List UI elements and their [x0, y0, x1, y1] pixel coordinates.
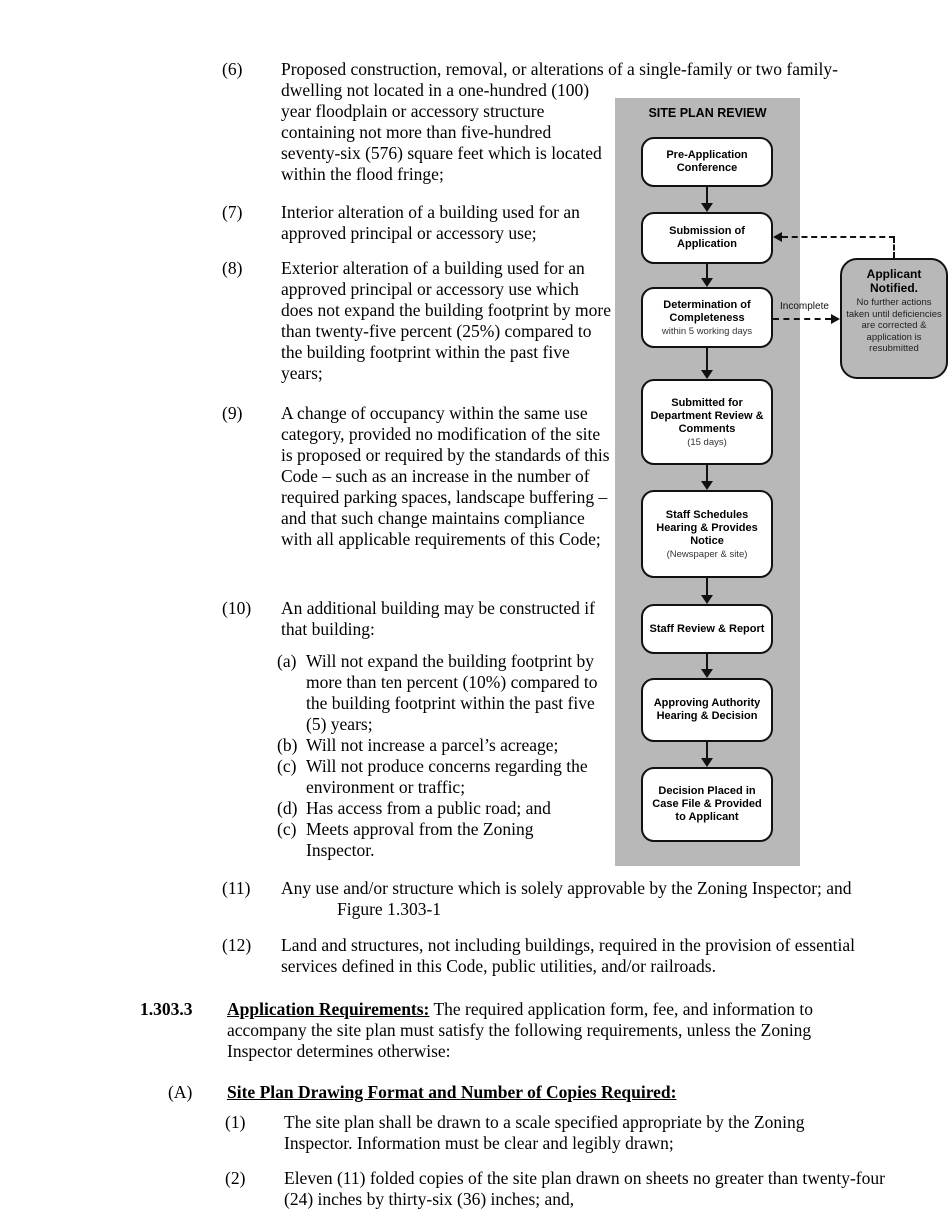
section-number: 1.303.3 [140, 999, 193, 1019]
flow-arrow-head-icon [701, 758, 713, 767]
item-10c-text: Will not produce concerns regarding the … [306, 756, 588, 797]
flow-step-label: Staff Review & Report [649, 622, 765, 635]
item-9-text: A change of occupancy within the same us… [281, 403, 610, 549]
flow-arrow-line [706, 187, 708, 204]
item-11-number: (11) [222, 878, 251, 898]
applicant-notified-box: Applicant Notified. No further actions t… [840, 258, 948, 379]
resubmit-arrow-head-icon [773, 231, 782, 242]
applicant-notified-title: Applicant Notified. [866, 267, 922, 295]
flow-step-note: (Newspaper & site) [666, 548, 748, 560]
item-10-number: (10) [222, 598, 252, 618]
flow-arrow-head-icon [701, 278, 713, 287]
flow-step-department-review: Submitted for Department Review & Commen… [641, 379, 773, 465]
item-12-text: Land and structures, not including build… [281, 935, 855, 976]
section-paragraph: Application Requirements: The required a… [227, 999, 879, 1062]
item-8-number: (8) [222, 258, 243, 278]
flow-step-label: Submitted for Department Review & Commen… [650, 396, 764, 435]
flow-step-label: Determination of Completeness [663, 298, 751, 324]
item-a1-number: (1) [225, 1112, 246, 1132]
section-heading: Application Requirements: [227, 999, 430, 1019]
item-10c2-text: Meets approval from the Zoning Inspector… [306, 819, 534, 860]
item-10c-number: (c) [277, 756, 297, 776]
item-10b-number: (b) [277, 735, 298, 755]
item-11-text: Any use and/or structure which is solely… [281, 878, 852, 898]
flow-arrow-line [706, 264, 708, 278]
flow-step-label: Decision Placed in Case File & Provided … [652, 785, 762, 823]
item-a2-text: Eleven (11) folded copies of the site pl… [284, 1168, 885, 1209]
flow-arrow-line [706, 578, 708, 595]
flow-step-label: Staff Schedules Hearing & Provides Notic… [656, 508, 758, 547]
section-body: The required application form, fee, and … [227, 999, 813, 1061]
item-6-text: dwelling not located in a one-hundred (1… [281, 80, 602, 184]
flow-arrow-line [706, 465, 708, 481]
flow-arrow-line [706, 348, 708, 370]
resubmit-dashed-line-vertical [893, 237, 895, 258]
item-8-text: Exterior alteration of a building used f… [281, 258, 612, 383]
flow-arrow-head-icon [701, 481, 713, 490]
item-10c2-number: (c) [277, 819, 297, 839]
flow-step-approving-authority: Approving Authority Hearing & Decision [641, 678, 773, 742]
flow-arrow-head-icon [701, 669, 713, 678]
subsection-a-number: (A) [168, 1082, 193, 1102]
flow-step-submission-of-application: Submission of Application [641, 212, 773, 264]
flow-step-note: within 5 working days [661, 325, 753, 337]
flow-arrow-head-icon [701, 203, 713, 212]
item-10b-text: Will not increase a parcel’s acreage; [306, 735, 559, 755]
flow-step-label: Submission of Application [669, 225, 745, 250]
subsection-a-heading: Site Plan Drawing Format and Number of C… [227, 1082, 677, 1102]
flow-arrow-line [706, 654, 708, 669]
flow-step-note: (15 days) [687, 436, 727, 448]
incomplete-dashed-line [773, 318, 831, 320]
flow-arrow-head-icon [701, 595, 713, 604]
flow-step-staff-review-report: Staff Review & Report [641, 604, 773, 654]
item-9-number: (9) [222, 403, 243, 423]
flow-arrow-head-icon [701, 370, 713, 379]
figure-caption: Figure 1.303-1 [337, 899, 442, 919]
item-7-number: (7) [222, 202, 243, 222]
flow-step-determination-of-completeness: Determination of Completeness within 5 w… [641, 287, 773, 348]
item-a1-text: The site plan shall be drawn to a scale … [284, 1112, 805, 1153]
item-12-number: (12) [222, 935, 252, 955]
incomplete-arrow-head-icon [831, 313, 840, 324]
flow-step-label: Approving Authority Hearing & Decision [653, 697, 761, 722]
item-10-text: An additional building may be constructe… [281, 598, 595, 639]
flowchart-title: SITE PLAN REVIEW [648, 106, 767, 120]
item-10a-text: Will not expand the building footprint b… [306, 651, 598, 734]
resubmit-dashed-line [782, 236, 895, 238]
item-6-number: (6) [222, 59, 243, 79]
site-plan-review-flowchart: SITE PLAN REVIEW Pre-Application Confere… [615, 98, 948, 866]
incomplete-branch-label: Incomplete [780, 301, 829, 312]
flow-step-label: Pre-Application Conference [666, 149, 748, 174]
item-10d-text: Has access from a public road; and [306, 798, 551, 818]
applicant-notified-body: No further actions taken until deficienc… [846, 297, 942, 354]
item-6-first-line: Proposed construction, removal, or alter… [281, 59, 838, 79]
flow-arrow-line [706, 742, 708, 758]
item-10d-number: (d) [277, 798, 298, 818]
item-7-text: Interior alteration of a building used f… [281, 202, 580, 243]
flow-step-pre-application-conference: Pre-Application Conference [641, 137, 773, 187]
item-a2-number: (2) [225, 1168, 246, 1188]
item-10a-number: (a) [277, 651, 297, 671]
flow-step-staff-schedules-hearing: Staff Schedules Hearing & Provides Notic… [641, 490, 773, 578]
flow-step-decision-placed: Decision Placed in Case File & Provided … [641, 767, 773, 842]
